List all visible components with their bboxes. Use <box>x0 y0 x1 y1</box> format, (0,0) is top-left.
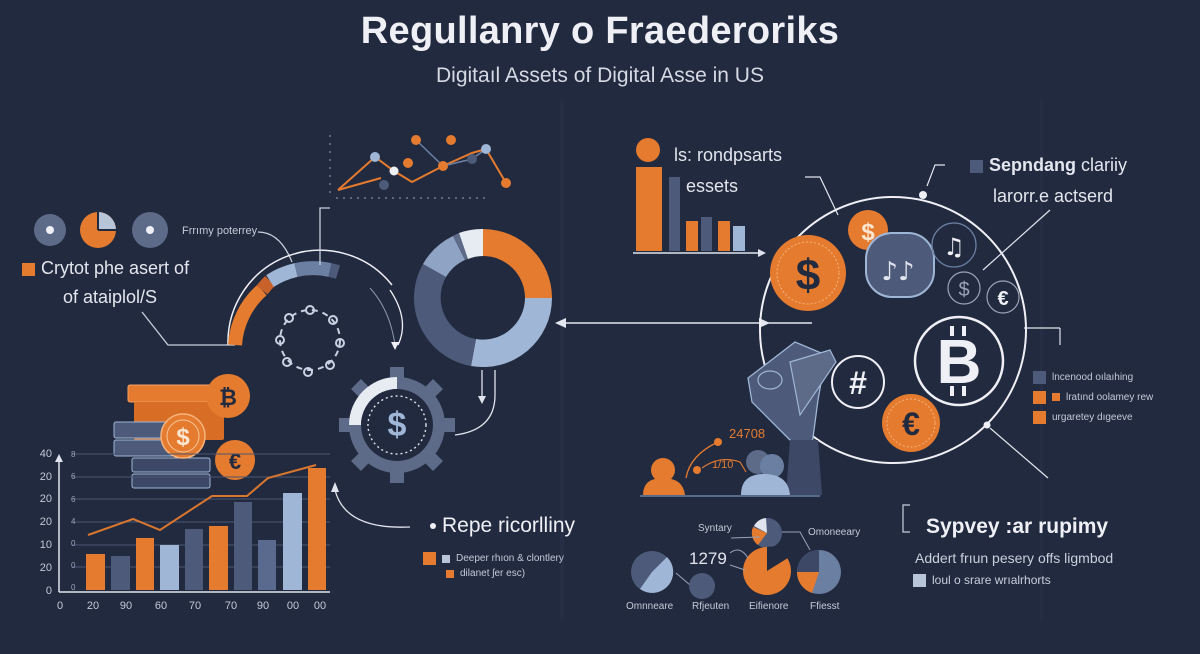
top-right-subheading: larorr.e actserd <box>993 186 1114 206</box>
beaded-ring-icon <box>275 305 345 377</box>
svg-text:₿: ₿ <box>219 385 237 410</box>
svg-text:4: 4 <box>71 517 76 526</box>
svg-text:€: € <box>997 288 1008 310</box>
svg-text:0: 0 <box>57 600 63 612</box>
top-right-heading: Sepndang clariiy <box>970 155 1127 176</box>
legend-swatch-small <box>446 569 454 578</box>
legend-swatch <box>1033 370 1046 384</box>
svg-text:70: 70 <box>189 600 201 612</box>
svg-text:♪♪: ♪♪ <box>881 257 914 287</box>
pie-top-label-1: Syntary <box>698 523 732 534</box>
callout-label: Frrımy poterrey <box>182 225 258 237</box>
svg-text:0: 0 <box>71 583 76 592</box>
shield-document-icon <box>747 341 837 495</box>
top-center-label-1: ls: rondpsarts <box>674 145 783 165</box>
svg-text:8: 8 <box>71 450 76 459</box>
right-legend-item: lncenood oılaıhing <box>1033 367 1153 387</box>
svg-text:0: 0 <box>71 539 76 548</box>
center-bottom-heading-text: Repe ricorlliny <box>442 514 576 537</box>
bottom-left-bar-chart: 0 20 10 20 20 20 40 0 0 0 4 6 6 8 0 <box>40 448 330 612</box>
money-stack-icon: ₿ $ € <box>113 374 255 489</box>
svg-text:6: 6 <box>71 495 76 504</box>
svg-text:$: $ <box>796 251 820 300</box>
svg-text:20: 20 <box>40 516 52 528</box>
svg-text:90: 90 <box>120 600 132 612</box>
center-donut-chart <box>414 228 552 368</box>
center-bottom-legend: Deeper rhıon & clontlery dilanet ʃer esc… <box>423 551 564 581</box>
pie-bottom-label-4: Ffiesst <box>810 601 840 612</box>
right-legend: lncenood oılaıhing lratınd oolamey rew u… <box>1033 367 1153 427</box>
legend-swatch-small <box>442 554 450 563</box>
legend-label: dilanet ʃer esc) <box>460 568 526 579</box>
page-subtitle: Digitaıl Assets of Digital Asse in US <box>436 64 764 87</box>
legend-label: lratınd oolamey rew <box>1066 391 1154 403</box>
top-right-heading-rest: clariiy <box>1081 155 1128 175</box>
legend-row: dilanet ʃer esc) <box>423 566 564 581</box>
svg-text:20: 20 <box>87 600 99 612</box>
svg-text:$: $ <box>861 219 875 246</box>
people-value-bottom: 1/10 <box>712 459 734 471</box>
top-right-heading-bold: Sepndang <box>989 155 1077 175</box>
right-legend-item: lratınd oolamey rew <box>1033 387 1153 407</box>
people-value-top: 24708 <box>729 426 766 441</box>
right-legend-item: urgaretey dıgeeve <box>1033 407 1153 427</box>
gear-dollar-icon: $ <box>339 367 455 483</box>
left-heading-line1: Crytot phe asert of <box>41 258 190 278</box>
pie-top-label-2: Omoneeary <box>808 527 861 538</box>
top-center-bar-chart <box>633 138 839 257</box>
bullet-dot <box>430 523 436 530</box>
bottom-right-line2: loul o srare wrıalrhorts <box>913 573 1051 588</box>
svg-text:20: 20 <box>40 471 52 483</box>
svg-text:0: 0 <box>46 585 52 597</box>
legend-swatch <box>1033 390 1046 404</box>
top-center-label-2: essets <box>686 176 739 196</box>
left-heading-line2: of ataiplol/S <box>63 287 158 307</box>
center-bottom-heading: Repe ricorlliny <box>430 514 575 538</box>
pie-bottom-label-1: Omnneare <box>626 601 674 612</box>
svg-text:$: $ <box>958 279 969 301</box>
svg-text:40: 40 <box>40 448 52 460</box>
legend-swatch-small <box>1052 393 1060 401</box>
legend-row: Deeper rhıon & clontlery <box>423 551 564 566</box>
svg-text:€: € <box>902 406 920 442</box>
bottom-right-line2-text: loul o srare wrıalrhorts <box>932 573 1051 587</box>
svg-text:10: 10 <box>40 539 52 551</box>
people-figure <box>640 438 820 497</box>
svg-text:€: € <box>229 449 241 474</box>
mini-donut-icons <box>34 212 168 248</box>
legend-swatch <box>913 574 926 588</box>
pie-cluster <box>631 518 841 599</box>
svg-text:70: 70 <box>225 600 237 612</box>
left-heading: Crytot phe asert of <box>22 258 189 279</box>
svg-text:#: # <box>849 365 867 401</box>
legend-label: lncenood oılaıhing <box>1052 371 1134 383</box>
pie-bottom-label-3: Eifienore <box>749 601 789 612</box>
svg-text:0: 0 <box>71 561 76 570</box>
svg-text:$: $ <box>176 424 190 451</box>
page-title: Regullanry o Fraederoriks <box>360 10 840 52</box>
legend-swatch <box>423 552 436 565</box>
svg-text:00: 00 <box>314 600 326 612</box>
bottom-right-line1: Addert frıun pesery offs ligmbod <box>915 550 1114 566</box>
svg-text:$: $ <box>388 406 407 444</box>
svg-text:20: 20 <box>40 562 52 574</box>
gauge-arc <box>227 207 404 350</box>
slate-legend-swatch <box>970 159 983 173</box>
mini-line-chart <box>329 135 511 199</box>
svg-text:6: 6 <box>71 472 76 481</box>
svg-text:♫: ♫ <box>943 233 965 261</box>
pie-bottom-label-2: Rfjeuten <box>692 601 730 612</box>
bottom-right-heading: Sypvey :ar rupimy <box>926 515 1109 538</box>
pie-cluster-number: 1279 <box>689 549 727 568</box>
svg-text:20: 20 <box>40 493 52 505</box>
orange-legend-swatch <box>22 262 35 276</box>
crypto-circle: $ $ ♪♪ ♫ $ € B # € <box>759 164 1061 479</box>
legend-label: Deeper rhıon & clontlery <box>456 553 564 564</box>
svg-text:90: 90 <box>257 600 269 612</box>
legend-swatch <box>1033 410 1046 424</box>
svg-text:60: 60 <box>155 600 167 612</box>
legend-label: urgaretey dıgeeve <box>1052 411 1133 423</box>
svg-text:B: B <box>937 328 982 397</box>
svg-text:00: 00 <box>287 600 299 612</box>
